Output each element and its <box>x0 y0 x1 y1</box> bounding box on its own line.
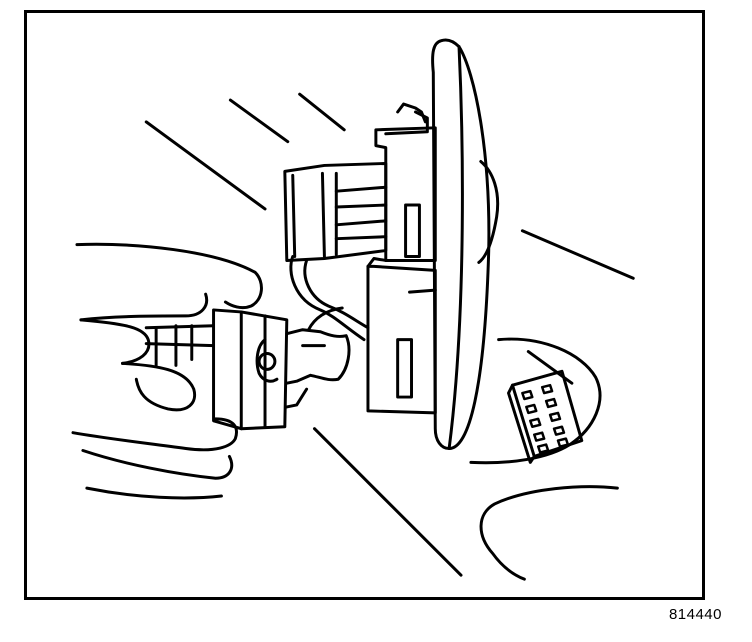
left-hand-icon <box>71 242 263 500</box>
connector-removal-illustration <box>71 38 635 581</box>
figure-code: 814440 <box>668 606 722 623</box>
upper-harness-connector-icon <box>283 161 388 262</box>
wire-harness-connector-icon <box>144 308 351 431</box>
figure-frame <box>24 10 705 600</box>
motion-lines <box>144 92 635 577</box>
right-hand-icon <box>469 159 619 581</box>
switch-assembly-icon <box>366 102 437 415</box>
connector-pin-face-icon <box>507 369 584 464</box>
wire-bundle-icon <box>289 255 370 342</box>
bezel-plate-icon <box>431 38 491 451</box>
